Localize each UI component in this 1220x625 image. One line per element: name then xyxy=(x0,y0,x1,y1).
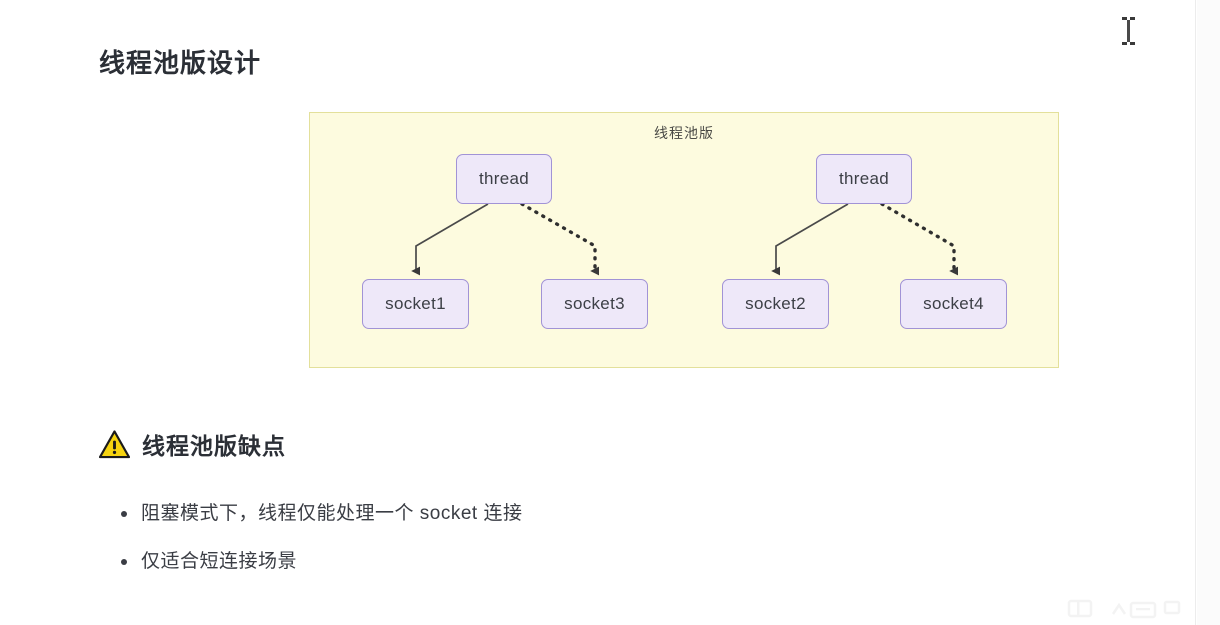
edge-threadleft-socket1 xyxy=(411,203,489,276)
node-socket1[interactable]: socket1 xyxy=(362,279,469,329)
node-label: thread xyxy=(838,169,889,188)
text-ibeam-cursor xyxy=(1122,17,1135,45)
node-label: socket2 xyxy=(745,294,806,313)
list-item: 仅适合短连接场景 xyxy=(120,538,522,586)
section-heading-label: 线程池版缺点 xyxy=(142,433,286,459)
edge-threadleft-socket3 xyxy=(520,202,600,276)
node-socket2[interactable]: socket2 xyxy=(722,279,829,329)
edge-threadright-socket4 xyxy=(880,202,959,276)
node-label: socket3 xyxy=(564,294,625,313)
drawbacks-list: 阻塞模式下，线程仅能处理一个 socket 连接 仅适合短连接场景 xyxy=(113,490,522,586)
node-label: socket1 xyxy=(385,294,446,313)
node-label: thread xyxy=(478,169,529,188)
diagram-edges xyxy=(411,202,959,276)
node-socket4[interactable]: socket4 xyxy=(900,279,1007,329)
page-title: 线程池版设计 xyxy=(99,48,262,79)
node-thread-left[interactable]: thread xyxy=(456,154,552,204)
node-label: socket4 xyxy=(923,294,984,313)
diagram-label: 线程池版 xyxy=(654,125,714,141)
node-socket3[interactable]: socket3 xyxy=(541,279,648,329)
node-thread-right[interactable]: thread xyxy=(816,154,912,204)
thread-pool-diagram: 线程池版 thread thread socket1 xyxy=(309,112,1059,368)
warning-triangle-icon xyxy=(99,429,130,458)
section-heading-drawbacks: 线程池版缺点 xyxy=(99,427,286,461)
edge-threadright-socket2 xyxy=(771,203,849,276)
list-item: 阻塞模式下，线程仅能处理一个 socket 连接 xyxy=(120,490,522,538)
site-watermark-logo xyxy=(1067,599,1181,619)
page-right-gutter xyxy=(1197,0,1220,625)
